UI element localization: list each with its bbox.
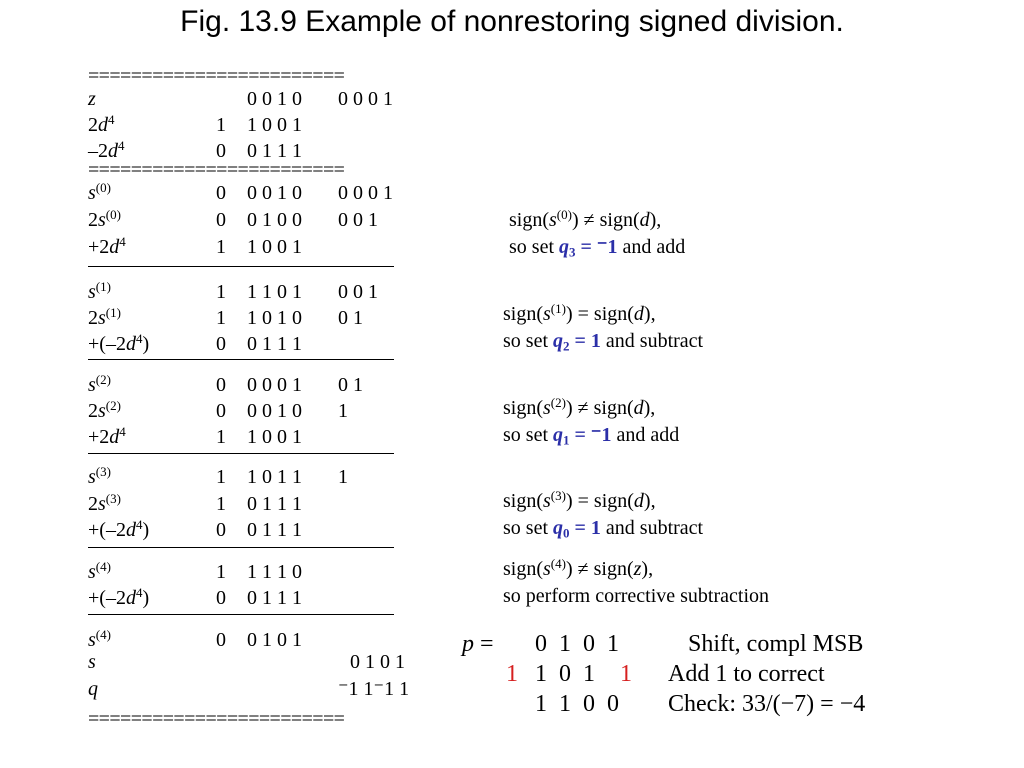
note-action: so perform corrective subtraction xyxy=(503,585,770,607)
quotient-digit: q2 = 1 xyxy=(553,330,601,354)
single-rule xyxy=(88,453,394,454)
row-sign-bit: 1 xyxy=(216,493,226,515)
row-label: 2s(3) xyxy=(88,490,121,515)
p-row3-bits: 1 1 0 0 xyxy=(535,691,619,717)
row-bits: 0 0 0 1 xyxy=(247,374,302,396)
row-sign-bit: 0 xyxy=(216,140,226,162)
p-row2-bits: 1 0 1 xyxy=(535,661,595,687)
single-rule xyxy=(88,359,394,360)
row-bits-extra: 0 0 1 xyxy=(338,281,378,303)
row-bits: 1 0 0 1 xyxy=(247,114,302,136)
row-bits-extra: 0 0 1 xyxy=(338,209,378,231)
note-action: so set q1 = ⁻1 and add xyxy=(503,424,680,448)
row-bits-extra: 0 0 0 1 xyxy=(338,182,393,204)
quotient-digit: q1 = ⁻1 xyxy=(553,424,612,448)
figure-title: Fig. 13.9 Example of nonrestoring signed… xyxy=(180,5,844,38)
note-sign-compare: sign(s(3)) = sign(d), xyxy=(503,487,656,512)
row-sign-bit: 1 xyxy=(216,281,226,303)
row-sign-bit: 0 xyxy=(216,333,226,355)
row-bits: 1 1 1 0 xyxy=(247,561,302,583)
p-label: p = xyxy=(462,631,494,657)
row-label: +(–2d4) xyxy=(88,584,150,609)
row-bits: 0 1 0 0 xyxy=(247,209,302,231)
row-sign-bit: 0 xyxy=(216,400,226,422)
double-rule: ======================== xyxy=(88,709,345,729)
row-bits: 0 0 1 0 xyxy=(247,400,302,422)
remainder-value: 0 1 0 1 xyxy=(350,651,405,673)
row-sign-bit: 0 xyxy=(216,374,226,396)
single-rule xyxy=(88,614,394,615)
row-bits: 0 0 1 0 xyxy=(247,182,302,204)
p-row1-note: Shift, compl MSB xyxy=(688,631,864,657)
double-rule: ======================== xyxy=(88,66,345,86)
row-bits-extra: 0 0 0 1 xyxy=(338,88,393,110)
row-label: z xyxy=(88,88,96,110)
note-sign-compare: sign(s(1)) = sign(d), xyxy=(503,300,656,325)
row-bits: 0 1 1 1 xyxy=(247,140,302,162)
p-row2-note: Add 1 to correct xyxy=(668,661,825,687)
row-bits: 0 1 1 1 xyxy=(247,587,302,609)
row-sign-bit: 0 xyxy=(216,519,226,541)
row-label: –2d4 xyxy=(88,137,125,162)
row-label: s(0) xyxy=(88,179,111,204)
single-rule xyxy=(88,266,394,267)
row-bits-extra: 1 xyxy=(338,466,348,488)
row-sign-bit: 1 xyxy=(216,466,226,488)
note-sign-compare: sign(s(0)) ≠ sign(d), xyxy=(509,206,662,231)
row-bits-extra: 0 1 xyxy=(338,374,363,396)
row-bits: 0 1 1 1 xyxy=(247,519,302,541)
row-bits: 1 1 0 1 xyxy=(247,281,302,303)
double-rule: ======================== xyxy=(88,160,345,180)
row-sign-bit: 0 xyxy=(216,587,226,609)
note-sign-compare: sign(s(4)) ≠ sign(z), xyxy=(503,555,654,580)
row-label: +(–2d4) xyxy=(88,516,150,541)
row-bits: 0 1 1 1 xyxy=(247,333,302,355)
row-sign-bit: 0 xyxy=(216,629,226,651)
row-label: 2s(0) xyxy=(88,206,121,231)
note-sign-compare: sign(s(2)) ≠ sign(d), xyxy=(503,394,656,419)
p-row1-bits: 0 1 0 1 xyxy=(535,631,619,657)
row-label: s(2) xyxy=(88,371,111,396)
row-bits: 1 0 1 0 xyxy=(247,307,302,329)
row-label: s(3) xyxy=(88,463,111,488)
row-label: 2d4 xyxy=(88,111,115,136)
row-label: s(4) xyxy=(88,558,111,583)
p-row3-note: Check: 33/(−7) = −4 xyxy=(668,691,866,717)
row-label: +2d4 xyxy=(88,423,126,448)
row-label: +(–2d4) xyxy=(88,330,150,355)
row-bits: 0 1 0 1 xyxy=(247,629,302,651)
quotient-value: ⁻1 1⁻1 1 xyxy=(338,678,410,700)
quotient-label: q xyxy=(88,678,98,700)
remainder-label: s xyxy=(88,651,96,673)
row-bits-extra: 1 xyxy=(338,400,348,422)
note-action: so set q3 = ⁻1 and add xyxy=(509,236,686,260)
p-row2-tail-bit: 1 xyxy=(620,661,632,687)
row-sign-bit: 1 xyxy=(216,561,226,583)
row-sign-bit: 0 xyxy=(216,182,226,204)
p-row2-lead-bit: 1 xyxy=(506,661,518,687)
row-bits: 1 0 0 1 xyxy=(247,236,302,258)
note-action: so set q2 = 1 and subtract xyxy=(503,330,704,354)
quotient-digit: q3 = ⁻1 xyxy=(559,236,618,260)
row-sign-bit: 1 xyxy=(216,236,226,258)
note-action: so set q0 = 1 and subtract xyxy=(503,517,704,541)
single-rule xyxy=(88,547,394,548)
row-sign-bit: 1 xyxy=(216,114,226,136)
row-bits: 1 0 0 1 xyxy=(247,426,302,448)
row-label: 2s(2) xyxy=(88,397,121,422)
row-bits-extra: 0 1 xyxy=(338,307,363,329)
row-label: s(4) xyxy=(88,626,111,651)
row-label: 2s(1) xyxy=(88,304,121,329)
row-bits: 1 0 1 1 xyxy=(247,466,302,488)
row-label: +2d4 xyxy=(88,233,126,258)
row-sign-bit: 1 xyxy=(216,426,226,448)
row-bits: 0 1 1 1 xyxy=(247,493,302,515)
row-label: s(1) xyxy=(88,278,111,303)
row-sign-bit: 1 xyxy=(216,307,226,329)
row-sign-bit: 0 xyxy=(216,209,226,231)
quotient-digit: q0 = 1 xyxy=(553,517,601,541)
row-bits: 0 0 1 0 xyxy=(247,88,302,110)
